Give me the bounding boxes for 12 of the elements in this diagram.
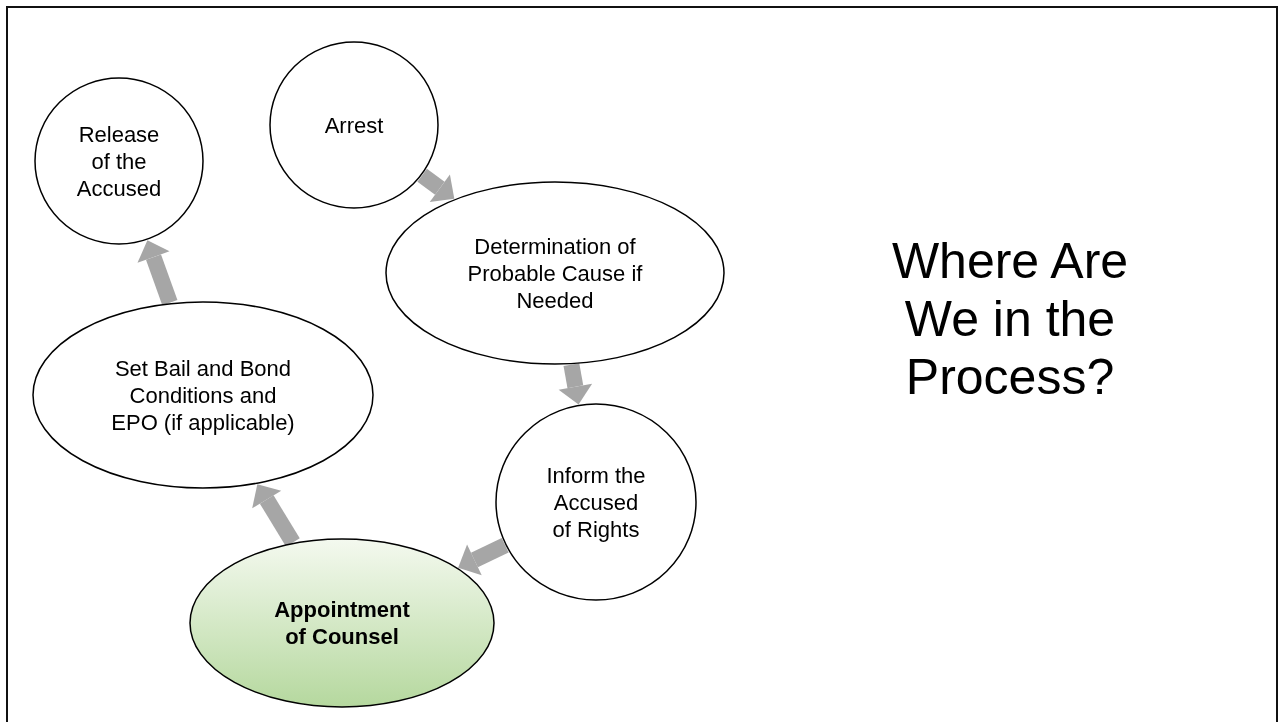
block-arrow bbox=[458, 538, 509, 576]
step-label: Appointment of Counsel bbox=[273, 596, 411, 650]
step-label: Arrest bbox=[323, 111, 385, 139]
block-arrow bbox=[137, 240, 178, 306]
slide-title: Where Are We in the Process? bbox=[890, 232, 1130, 406]
block-arrow bbox=[417, 168, 455, 202]
step-label: Set Bail and Bond Conditions and EPO (if applicable) bbox=[110, 354, 296, 436]
block-arrow bbox=[558, 363, 593, 405]
step-label: Determination of Probable Cause if Needed bbox=[466, 232, 644, 314]
step-label: Release of the Accused bbox=[75, 120, 163, 202]
step-label: Inform the Accused of Rights bbox=[545, 461, 647, 543]
block-arrow bbox=[252, 484, 300, 547]
